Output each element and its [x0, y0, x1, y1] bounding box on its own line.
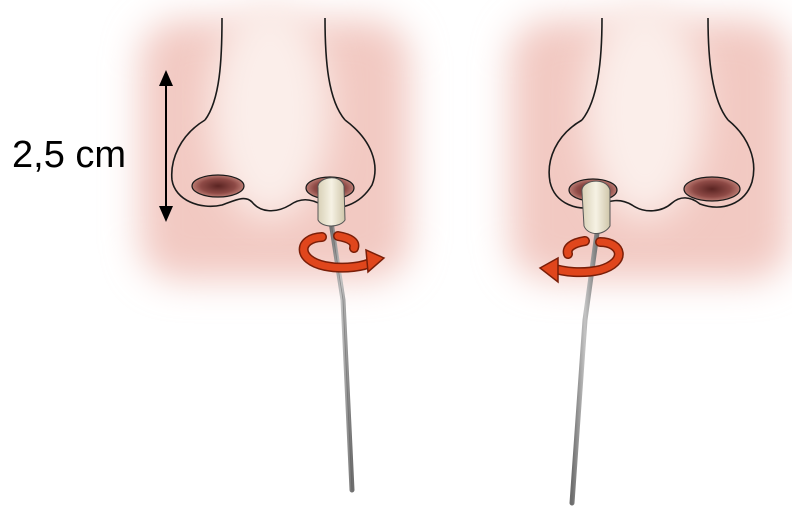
left-skin-background [140, 0, 410, 280]
right-swab-tip [582, 181, 610, 233]
left-swab-tip [318, 178, 345, 226]
left-nostril-opening [192, 175, 244, 197]
right-panel [510, 0, 790, 503]
left-panel [140, 0, 410, 490]
right-nostril-opening [684, 177, 740, 201]
measurement-label: 2,5 cm [12, 136, 126, 174]
right-skin-background [510, 0, 790, 280]
